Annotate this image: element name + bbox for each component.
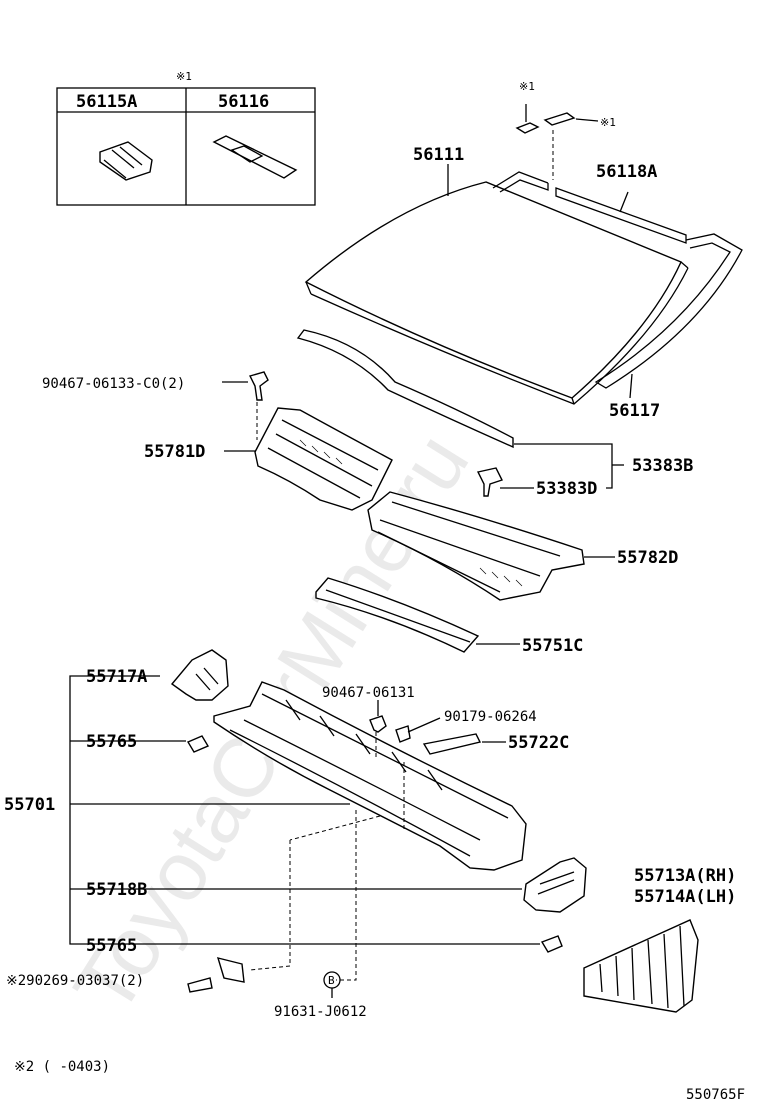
label-55713A: 55713A(RH) (634, 866, 736, 886)
b-mark: B (328, 974, 335, 987)
dam-53383B-drawing (296, 329, 514, 449)
bracket-55717A-drawing (170, 649, 229, 701)
label-56117: 56117 (609, 401, 660, 421)
label-55714A: 55714A(LH) (634, 887, 736, 907)
bolt-top-drawing (248, 371, 269, 440)
pad-55765-lower-drawing (540, 935, 563, 953)
label-56111: 56111 (413, 145, 464, 165)
weatherstrip-56117-drawing (492, 171, 743, 389)
label-55765-lower: 55765 (86, 936, 137, 956)
inset-box: ※1 56115A 56116 (56, 70, 316, 206)
clip-90467-06131-drawing (369, 700, 387, 760)
clip-56116-drawing (212, 135, 298, 179)
inset-header-56116: 56116 (218, 92, 269, 112)
label-55751C: 55751C (522, 636, 583, 656)
inset-note-mark: ※1 (176, 70, 192, 83)
label-56118A: 56118A (596, 162, 657, 182)
clip-56115A-drawing (99, 141, 153, 181)
note-mark-1b: ※1 (600, 116, 616, 129)
pad-55765-upper-drawing (186, 735, 210, 753)
label-55765-upper: 55765 (86, 732, 137, 752)
diagram-code: 550765F (686, 1087, 745, 1103)
note-mark-1a: ※1 (519, 80, 535, 93)
label-55782D: 55782D (617, 548, 678, 568)
louver-55782D-drawing (367, 491, 585, 601)
label-bolt-90467-06133: 90467-06133-C0(2) (42, 376, 185, 392)
label-screw-90269: ※290269-03037(2) (6, 973, 144, 989)
footnote: ※2 ( -0403) (14, 1059, 110, 1075)
label-90179-06264: 90179-06264 (444, 709, 537, 725)
side-panel-55713A-drawing (583, 919, 699, 1013)
seal-55751C-drawing (315, 577, 480, 653)
label-91631-J0612: 91631-J0612 (274, 1004, 367, 1020)
label-90467-06131: 90467-06131 (322, 685, 415, 701)
inset-header-56115A: 56115A (76, 92, 137, 112)
bracket-55718B-drawing (523, 857, 587, 913)
windshield-glass-drawing (304, 181, 689, 405)
clip-53383D-drawing (476, 467, 503, 497)
label-55722C: 55722C (508, 733, 569, 753)
louver-55781D-drawing (254, 407, 393, 511)
small-clips-drawing (515, 104, 599, 180)
screw-90269-drawing (187, 957, 245, 993)
label-55717A: 55717A (86, 667, 147, 687)
label-55718B: 55718B (86, 880, 147, 900)
label-53383B: 53383B (632, 456, 693, 476)
label-53383D: 53383D (536, 479, 597, 499)
label-55701: 55701 (4, 795, 55, 815)
bracket-55722C-drawing (422, 733, 506, 755)
nut-90179-06264-drawing (395, 717, 441, 743)
label-55781D: 55781D (144, 442, 205, 462)
cowl-panel-55701-drawing (213, 681, 527, 871)
